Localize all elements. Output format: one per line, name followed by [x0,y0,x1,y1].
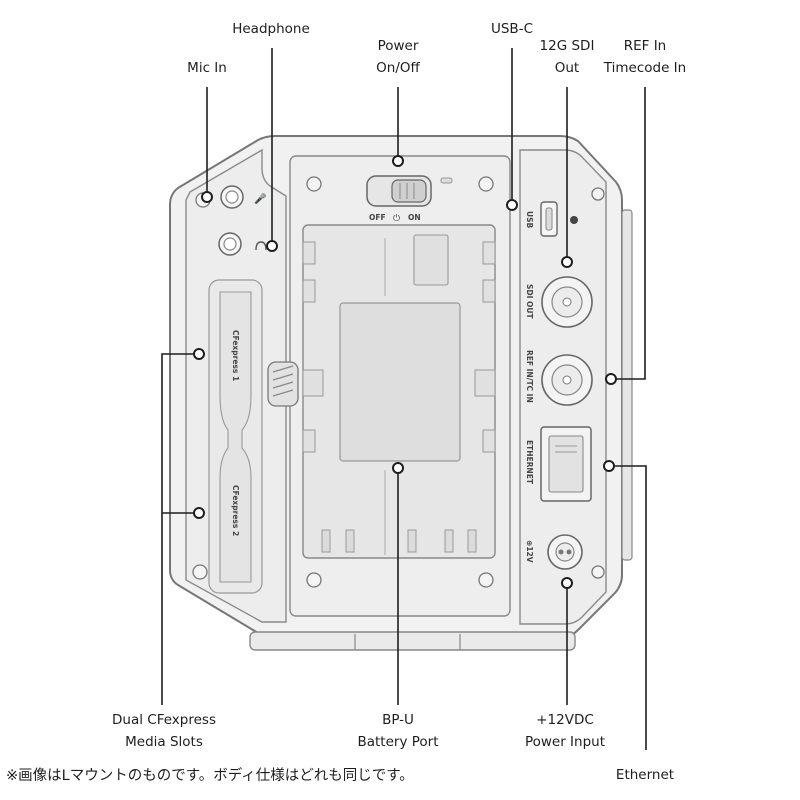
usb-label: USB [525,211,534,228]
status-led [440,177,453,184]
power-callout-line2: On/Off [376,60,420,76]
mic-in-jack-icon [220,185,244,209]
footnote: ※画像はLマウントのものです。ボディ仕様はどれも同じです。 [6,768,414,784]
on-label: ON [408,213,421,222]
sdi-callout-line1: 12G SDI [540,38,595,54]
dc12-label: ⊕12V [525,540,534,563]
mic-icon: 🎤 [254,192,267,205]
cfexpress2-label: CFexpress 2 [231,485,240,536]
battery-latch [267,361,299,407]
bpu-callout-line2: Battery Port [357,734,438,750]
bpu-callout-line1: BP-U [382,712,414,728]
indicator-dot [570,216,578,224]
headphone-jack-icon [218,232,242,256]
battery-plate [302,224,496,559]
cfexpress1-label: CFexpress 1 [231,330,240,381]
side-edge [621,209,633,561]
headphone-callout: Headphone [232,21,310,37]
ethernet-label: ETHERNET [525,440,534,485]
dc-12v-input-icon [547,534,583,570]
sdi-out-label: SDI OUT [525,284,534,319]
sdi-out-connector-icon [541,276,593,328]
mic-in-callout: Mic In [187,60,227,76]
power-switch [366,175,432,207]
ethernet-callout: Ethernet [616,767,674,783]
cfexpress-slot-bay [208,279,263,594]
ref-callout-line2: Timecode In [603,60,686,76]
dc-callout-line2: Power Input [525,734,605,750]
leader-lines [161,48,647,750]
dc-callout-line1: +12VDC [536,712,594,728]
bottom-foot [249,631,576,651]
sdi-callout-line2: Out [555,60,579,76]
ref-in-label: REF IN/TC IN [525,350,534,403]
ref-in-connector-icon [541,354,593,406]
power-callout-line1: Power [378,38,419,54]
power-icon: ⏻ [393,213,400,224]
dual-callout-line2: Media Slots [125,734,203,750]
usbc-callout: USB-C [491,21,533,37]
ref-callout-line1: REF In [624,38,667,54]
dual-callout-line1: Dual CFexpress [112,712,216,728]
callout-dots [193,155,617,589]
off-label: OFF [369,213,386,222]
ethernet-port-icon [540,426,592,502]
headphone-icon [255,241,267,251]
